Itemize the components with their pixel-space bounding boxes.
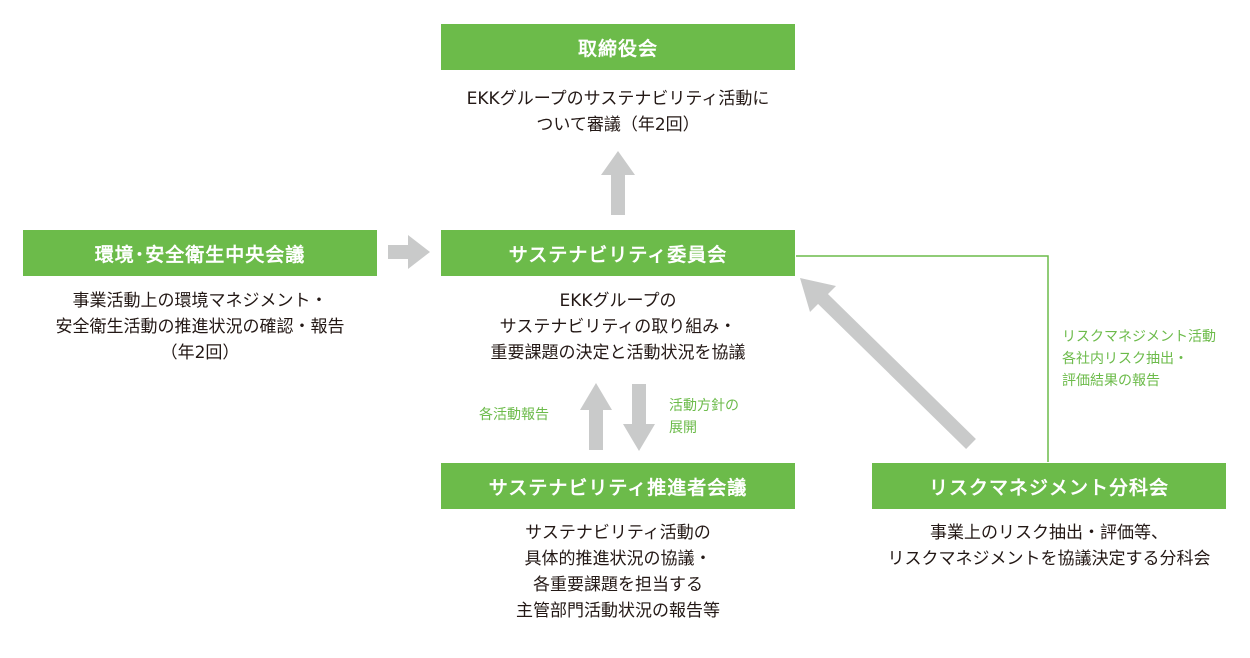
risk-subcommittee-description: 事業上のリスク抽出・評価等、 リスクマネジメントを協議決定する分科会 xyxy=(849,520,1249,572)
promoter-desc-line: 主管部門活動状況の報告等 xyxy=(516,601,720,621)
report-up-label-text: 各活動報告 xyxy=(479,407,549,423)
promoter-desc-line: 具体的推進状況の協議・ xyxy=(524,549,712,569)
report-up-label: 各活動報告 xyxy=(479,404,549,426)
risk-report-label-line: 各社内リスク抽出・ xyxy=(1062,351,1188,367)
policy-down-label-line: 活動方針の xyxy=(669,398,739,414)
arrow-report-up xyxy=(580,383,612,450)
sustainability-committee-box: サステナビリティ委員会 xyxy=(441,230,795,276)
promoter-council-description: サステナビリティ活動の 具体的推進状況の協議・ 各重要課題を担当する 主管部門活… xyxy=(418,520,818,624)
risk-desc-line: 事業上のリスク抽出・評価等、 xyxy=(930,523,1168,543)
promoter-desc-line: サステナビリティ活動の xyxy=(525,523,711,543)
env-council-desc-line: 事業活動上の環境マネジメント・ xyxy=(72,291,328,311)
promoter-council-box: サステナビリティ推進者会議 xyxy=(441,463,795,509)
committee-desc-line: EKKグループの xyxy=(559,291,677,311)
committee-desc-line: サステナビリティの取り組み・ xyxy=(499,317,737,337)
env-council-desc-line: （年2回） xyxy=(160,343,240,363)
risk-report-label: リスクマネジメント活動 各社内リスク抽出・ 評価結果の報告 xyxy=(1062,326,1216,392)
risk-subcommittee-box: リスクマネジメント分科会 xyxy=(872,463,1226,509)
arrow-policy-down xyxy=(623,384,655,451)
env-council-title: 環境･安全衛生中央会議 xyxy=(94,243,306,266)
env-council-description: 事業活動上の環境マネジメント・ 安全衛生活動の推進状況の確認・報告 （年2回） xyxy=(0,288,400,366)
board-desc-line: ついて審議（年2回） xyxy=(536,115,700,135)
committee-desc-line: 重要課題の決定と活動状況を協議 xyxy=(490,343,746,363)
policy-down-label-line: 展開 xyxy=(669,420,697,436)
promoter-desc-line: 各重要課題を担当する xyxy=(533,575,703,595)
board-description: EKKグループのサステナビリティ活動に ついて審議（年2回） xyxy=(418,86,818,138)
risk-subcommittee-title: リスクマネジメント分科会 xyxy=(928,476,1169,499)
arrow-risk-to-committee xyxy=(800,278,976,449)
risk-report-line xyxy=(796,255,1049,462)
env-council-box: 環境･安全衛生中央会議 xyxy=(23,230,377,276)
promoter-council-title: サステナビリティ推進者会議 xyxy=(488,476,748,499)
sustainability-committee-description: EKKグループの サステナビリティの取り組み・ 重要課題の決定と活動状況を協議 xyxy=(418,288,818,366)
sustainability-committee-title: サステナビリティ委員会 xyxy=(508,243,728,266)
arrow-committee-to-board xyxy=(601,151,635,215)
board-desc-line: EKKグループのサステナビリティ活動に xyxy=(466,89,770,109)
env-council-desc-line: 安全衛生活動の推進状況の確認・報告 xyxy=(55,317,345,337)
policy-down-label: 活動方針の 展開 xyxy=(669,395,739,439)
risk-report-label-line: 評価結果の報告 xyxy=(1062,373,1160,389)
board-title: 取締役会 xyxy=(577,37,658,60)
board-box: 取締役会 xyxy=(441,24,795,70)
risk-desc-line: リスクマネジメントを協議決定する分科会 xyxy=(887,549,1211,569)
arrow-env-to-committee xyxy=(388,235,430,269)
risk-report-label-line: リスクマネジメント活動 xyxy=(1062,329,1216,345)
